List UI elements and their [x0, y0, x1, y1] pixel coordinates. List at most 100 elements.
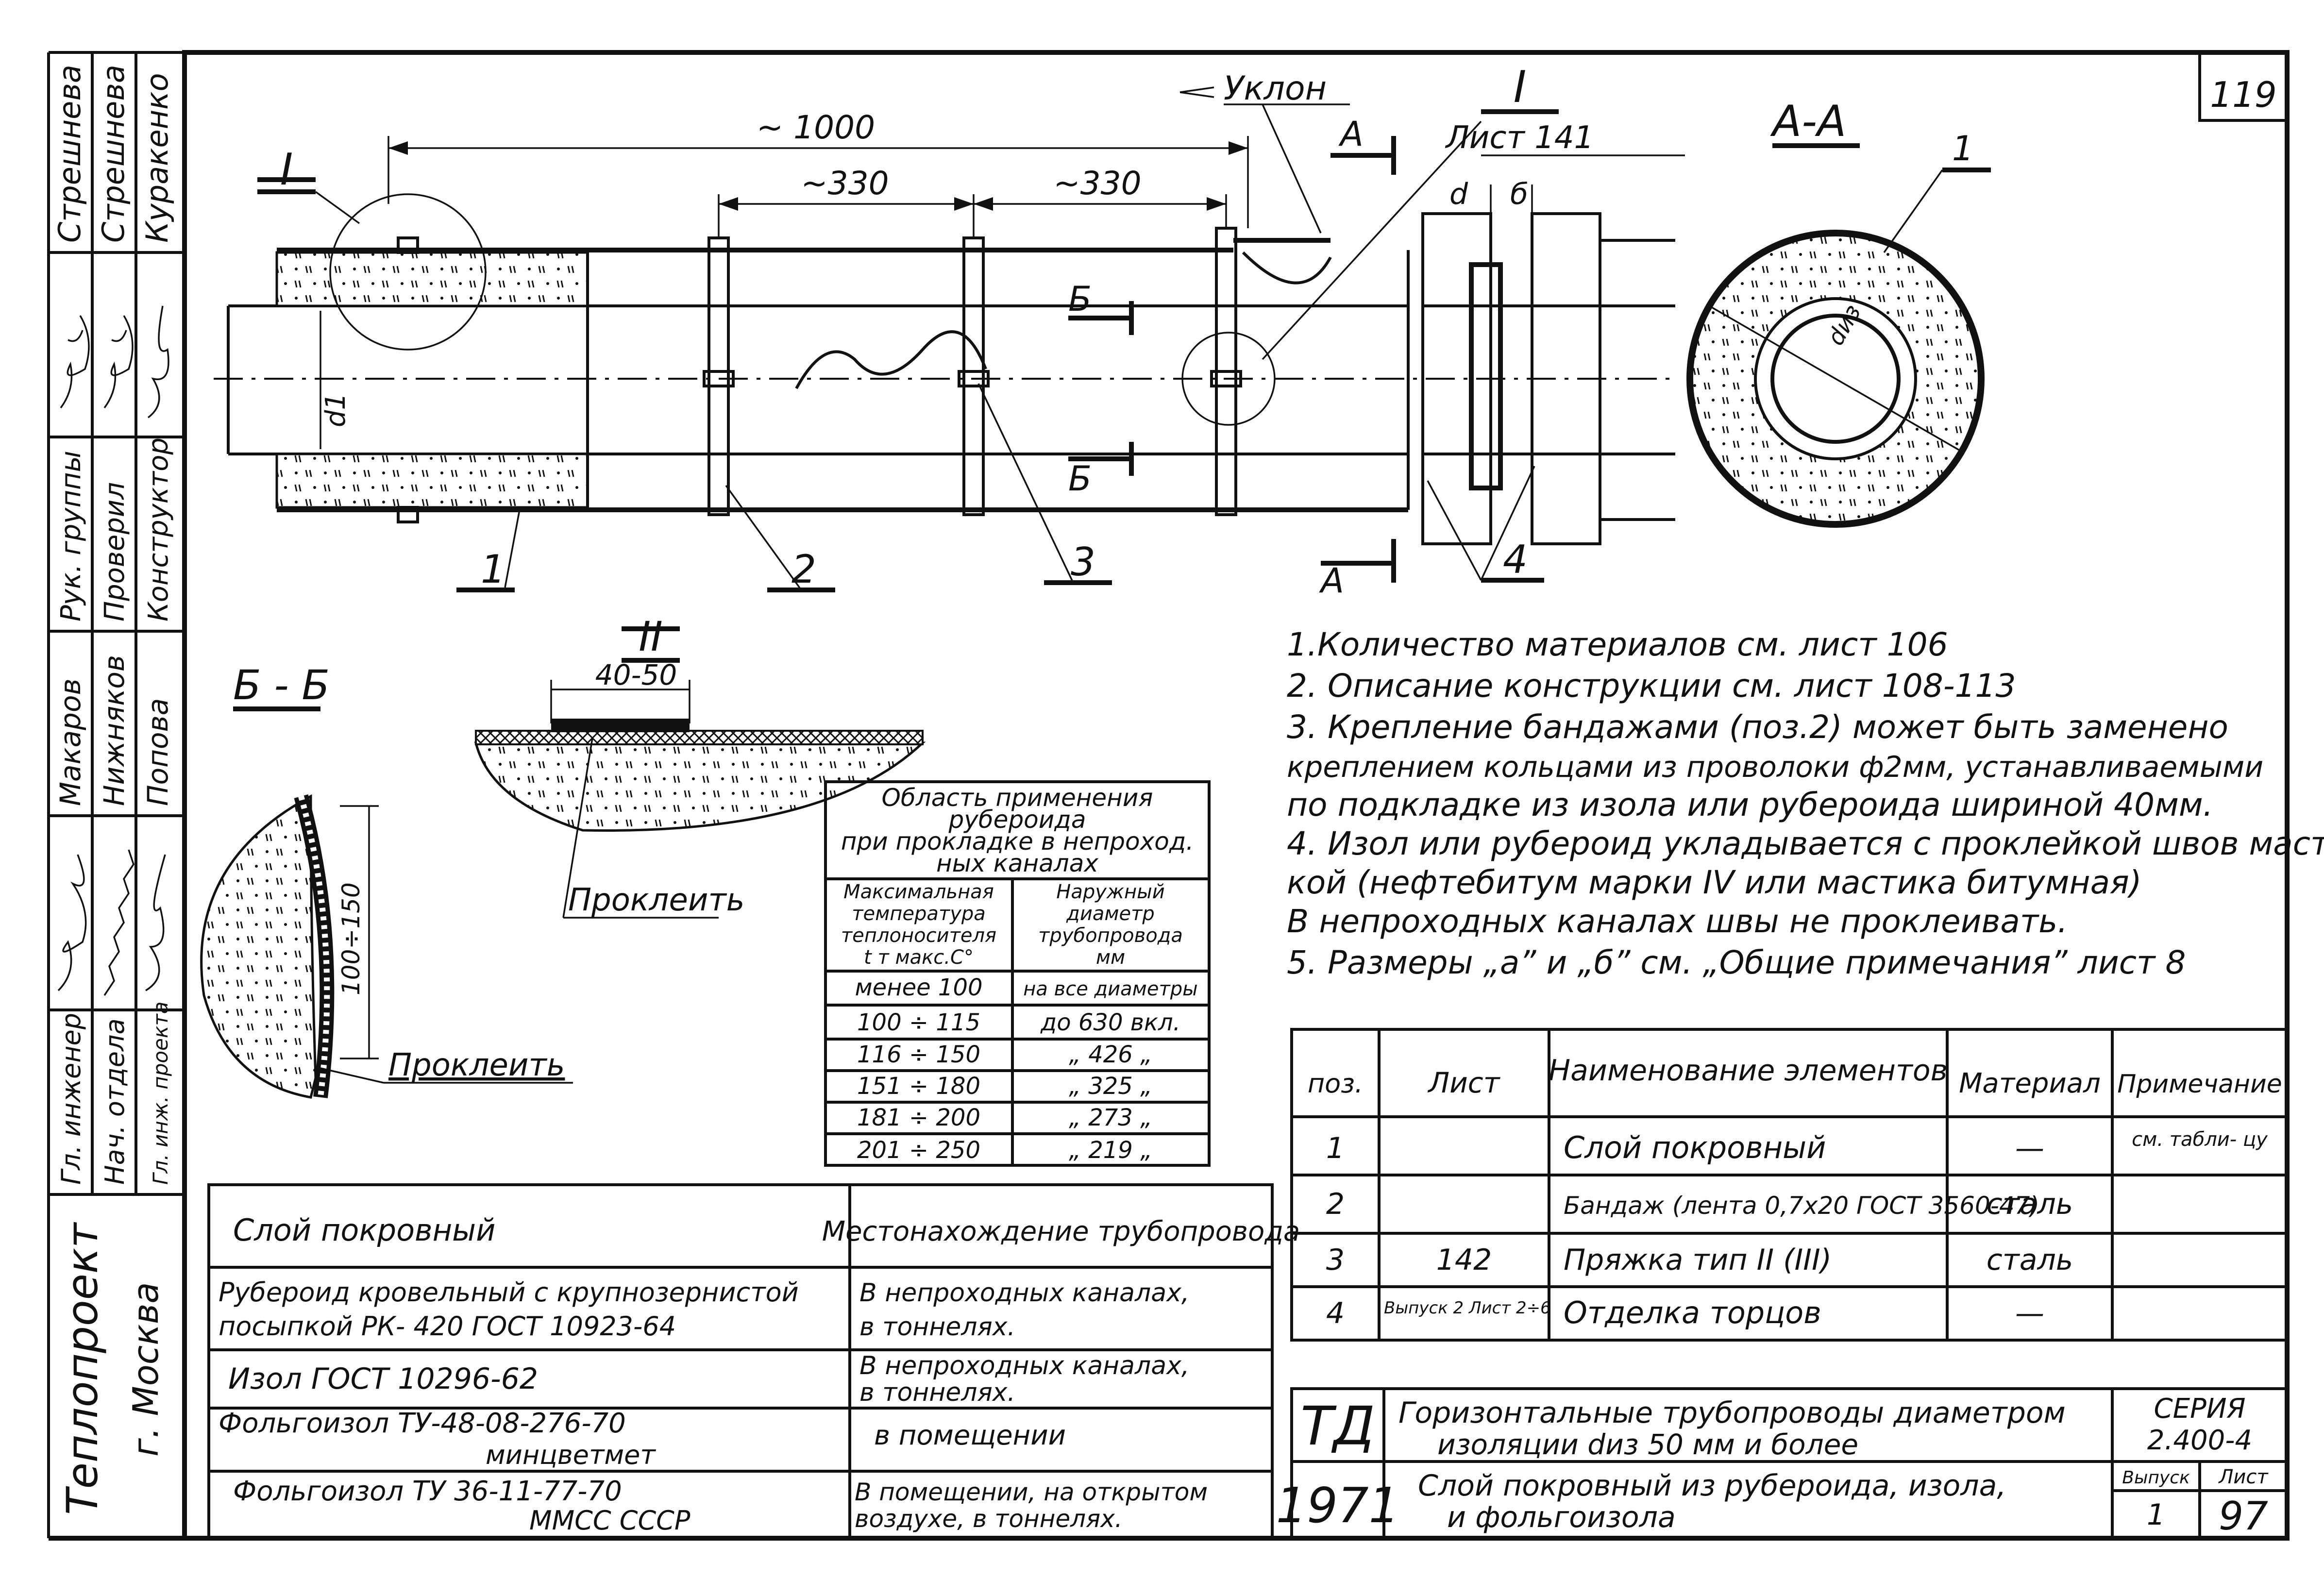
approval-role-5: Проверил: [99, 482, 131, 622]
spec-r4-material: —: [2015, 1296, 2044, 1330]
rt-r3c2: „ 426 „: [1069, 1041, 1152, 1068]
detail-2: II 40-50 Проклеить: [474, 613, 926, 919]
tb-title-1: Горизонтальные трубопроводы диаметром: [1398, 1396, 2066, 1430]
org-name: Теплопроект: [57, 1222, 107, 1515]
signature-3: [147, 305, 169, 419]
rt-r5c2: „ 273 „: [1069, 1104, 1152, 1131]
rt-r1c2: на все диаметры: [1023, 978, 1198, 1000]
ct-r4-layer-2: ММСС СССР: [529, 1505, 690, 1536]
rt-col2-h3: трубопровода: [1038, 924, 1183, 947]
detail-2-note: Проклеить: [568, 882, 744, 918]
ct-r2-layer-1: Изол ГОСТ 10296-62: [228, 1362, 538, 1396]
spec-r2-pos: 2: [1326, 1187, 1345, 1221]
ct-r1-layer-1: Рубероид кровельный с крупнозернистой: [219, 1277, 799, 1308]
ct-r3-layer-2: минцветмет: [486, 1440, 656, 1470]
rt-title-1: Область применения: [882, 784, 1153, 812]
spec-r4-name: Отделка торцов: [1564, 1295, 1821, 1330]
pos-label-4: 4: [1503, 537, 1528, 582]
tb-series-value: 2.400-4: [2147, 1425, 2252, 1456]
note-4: 4. Изол или рубероид укладывается с прок…: [1287, 825, 2324, 862]
spec-h-note: Примечание: [2117, 1070, 2282, 1099]
note-3c: по подкладке из изола или рубероида шири…: [1287, 786, 2213, 823]
note-3: 3. Крепление бандажами (поз.2) может быт…: [1287, 708, 2228, 746]
signature-6: [145, 854, 166, 991]
org-city: г. Москва: [125, 1282, 166, 1457]
rt-col1-h4: t т макс.С°: [864, 946, 974, 969]
tb-issue-label: Выпуск: [2122, 1468, 2190, 1488]
ct-header-place: Местонахождение трубопровода: [822, 1216, 1300, 1247]
spec-r3-material: сталь: [1987, 1243, 2073, 1277]
note-2: 2. Описание конструкции см. лист 108-113: [1287, 667, 2016, 705]
callout-roman-1-sheet: Лист 141: [1445, 120, 1594, 156]
pipe-main-view: ~ 1000 ~330 ~330 Уклон I Лист 141 I A A: [214, 62, 1685, 601]
rt-r5c1: 181 ÷ 200: [857, 1104, 980, 1131]
spec-r4-pos: 4: [1326, 1296, 1345, 1330]
section-bb-title: Б - Б: [233, 661, 330, 709]
spec-r1-name: Слой покровный: [1564, 1130, 1826, 1165]
rt-title-3: при прокладке в непроход.: [841, 827, 1194, 856]
detail-2-dim: 40-50: [595, 658, 677, 691]
section-mark-b-top: Б: [1068, 279, 1092, 319]
title-block: ТД 1971 Горизонтальные трубопроводы диам…: [1276, 1387, 2289, 1540]
section-aa-title: А-А: [1770, 96, 1846, 146]
dim-delta: б: [1510, 177, 1528, 211]
approval-surname-5: Стрешнева: [96, 65, 131, 243]
callout-roman-1-left: I: [280, 144, 293, 195]
ct-r3-layer-1: Фольгоизол ТУ-48-08-276-70: [219, 1408, 626, 1439]
tb-title-4: и фольгоизола: [1447, 1500, 1676, 1534]
section-mark-b-bottom: Б: [1068, 459, 1092, 499]
cover-table: Слой покровный Местонахождение трубопров…: [207, 1183, 1300, 1540]
rt-col2-h2: диаметр: [1066, 903, 1155, 925]
spec-r3-pos: 3: [1326, 1243, 1345, 1277]
approval-surname-4: Стрешнева: [52, 65, 87, 243]
ct-r3-place-1: в помещении: [874, 1420, 1066, 1451]
signature-4: [57, 854, 87, 991]
bb-dim: 100÷150: [337, 882, 365, 995]
tb-sheet-label: Лист: [2218, 1466, 2269, 1488]
section-mark-a-bottom: A: [1319, 561, 1344, 601]
note-1: 1.Количество материалов см. лист 106: [1287, 626, 1948, 663]
approval-surname-3: Попова: [141, 698, 174, 806]
spec-h-sheet: Лист: [1428, 1066, 1501, 1099]
rt-col1-h3: теплоносителя: [841, 924, 996, 947]
spec-h-material: Материал: [1959, 1068, 2101, 1099]
rt-r3c1: 116 ÷ 150: [857, 1041, 980, 1068]
tb-title-3: Слой покровный из рубероида, изола,: [1418, 1469, 2006, 1503]
rt-r4c2: „ 325 „: [1069, 1073, 1152, 1100]
rt-col1-h1: Максимальная: [843, 881, 994, 903]
approval-role-3: Гл. инж. проекта: [149, 1002, 172, 1185]
tb-issue-value: 1: [2147, 1498, 2165, 1532]
dim-d: d: [1449, 177, 1468, 211]
spec-r2-name: Бандаж (лента 0,7х20 ГОСТ 3560-47): [1564, 1192, 2039, 1220]
approval-surname-2: Нижняков: [98, 655, 131, 806]
approval-role-1: Гл. инженер: [56, 1013, 86, 1185]
rt-r1c1: менее 100: [855, 974, 982, 1001]
approval-surname-6: Куракенко: [139, 73, 175, 243]
tb-year: 1971: [1276, 1477, 1400, 1534]
note-5: 5. Размеры „а” и „б” см. „Общие примечан…: [1287, 944, 2186, 981]
approval-role-6: Конструктор: [143, 437, 174, 622]
approval-role-2: Нач. отдела: [100, 1018, 130, 1185]
rt-title-2: рубероида: [948, 806, 1086, 834]
approval-strip: Стрешнева Стрешнева Куракенко Рук. групп…: [47, 51, 185, 1538]
spec-h-name: Наименование элементов: [1549, 1054, 1948, 1088]
signature-1: [60, 315, 90, 409]
spec-r1-material: —: [2015, 1131, 2044, 1165]
ct-r4-layer-1: Фольгоизол ТУ 36-11-77-70: [233, 1476, 622, 1507]
dim-1000: ~ 1000: [757, 109, 875, 146]
dim-330-a: ~330: [801, 165, 889, 202]
ct-r1-place-2: в тоннелях.: [859, 1312, 1015, 1342]
note-4c: В непроходных каналах швы не проклеивать…: [1287, 903, 2068, 940]
spec-r1-pos: 1: [1326, 1131, 1345, 1165]
ct-r4-place-2: воздухе, в тоннелях.: [855, 1505, 1123, 1533]
rt-title-4: ных каналах: [936, 849, 1098, 877]
ruberoid-table: Область применения рубероида при проклад…: [824, 780, 1211, 1167]
rt-r2c2: до 630 вкл.: [1040, 1009, 1180, 1036]
approval-surname-1: Макаров: [54, 678, 87, 806]
detail-1-circle: [329, 193, 487, 351]
spec-r4-sheet: Выпуск 2 Лист 2÷6: [1384, 1298, 1551, 1318]
ct-header-layer: Слой покровный: [233, 1212, 495, 1248]
tb-org: ТД: [1300, 1395, 1375, 1457]
pos-label-1: 1: [481, 547, 505, 592]
